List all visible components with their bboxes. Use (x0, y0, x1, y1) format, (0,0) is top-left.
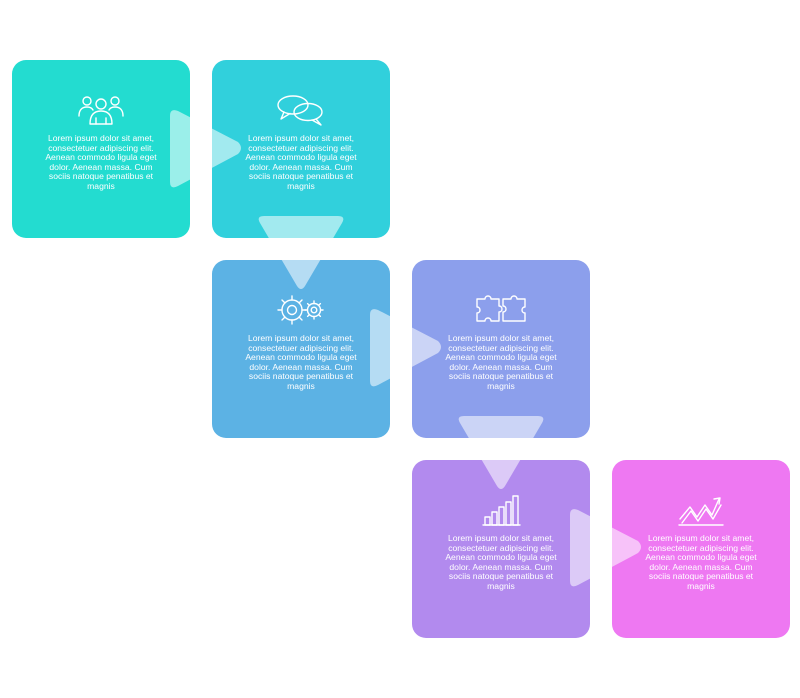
step-text: Lorem ipsum dolor sit amet, consectetuer… (645, 533, 757, 591)
trend-line-icon (677, 492, 725, 528)
step-text: Lorem ipsum dolor sit amet, consectetuer… (445, 333, 557, 391)
gears-icon (276, 292, 326, 328)
people-icon (76, 92, 126, 128)
step-card-5: Lorem ipsum dolor sit amet, consectetuer… (412, 460, 590, 638)
step-card-2: Lorem ipsum dolor sit amet, consectetuer… (212, 60, 390, 238)
step-card-3: Lorem ipsum dolor sit amet, consectetuer… (212, 260, 390, 438)
step-text: Lorem ipsum dolor sit amet, consectetuer… (245, 333, 357, 391)
bar-chart-icon (481, 492, 521, 528)
step-card-6: Lorem ipsum dolor sit amet, consectetuer… (612, 460, 790, 638)
chat-bubbles-icon (276, 92, 326, 128)
puzzle-icon (475, 292, 527, 328)
step-text: Lorem ipsum dolor sit amet, consectetuer… (245, 133, 357, 191)
step-card-4: Lorem ipsum dolor sit amet, consectetuer… (412, 260, 590, 438)
step-text: Lorem ipsum dolor sit amet, consectetuer… (45, 133, 157, 191)
step-text: Lorem ipsum dolor sit amet, consectetuer… (445, 533, 557, 591)
step-card-1: Lorem ipsum dolor sit amet, consectetuer… (12, 60, 190, 238)
